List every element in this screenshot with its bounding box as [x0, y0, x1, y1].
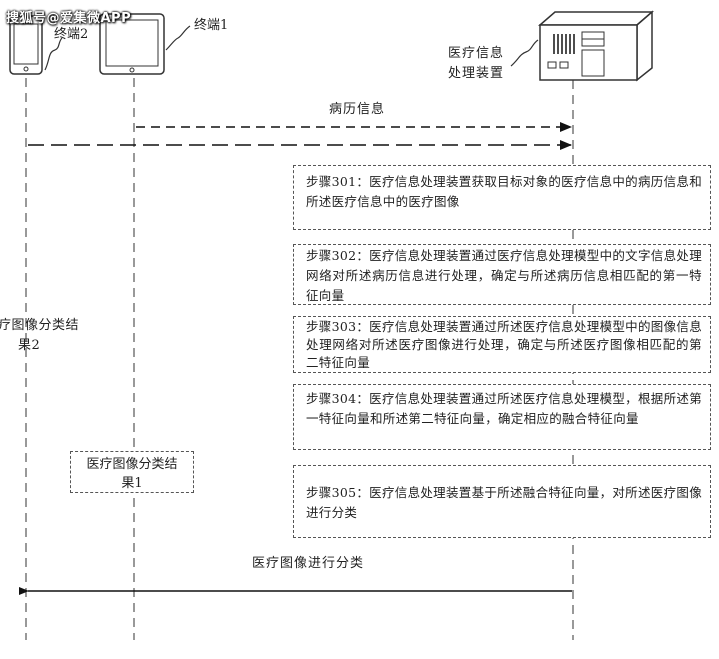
device-leader	[510, 39, 539, 67]
result2-line1: 疗图像分类结	[0, 318, 80, 333]
result2-text: 疗图像分类结 果2	[0, 316, 79, 356]
device-label-line2: 处理装置	[447, 66, 504, 81]
server-icon	[537, 10, 655, 82]
device-label-line1: 医疗信息	[447, 46, 504, 61]
result2-line2: 果2	[18, 338, 41, 353]
classify-image-label: 医疗图像进行分类	[252, 556, 365, 571]
step-305: 步骤305：医疗信息处理装置基于所述融合特征向量，对所述医疗图像进行分类	[293, 465, 711, 538]
result1-line1: 医疗图像分类结	[86, 457, 178, 472]
step-302: 步骤302：医疗信息处理装置通过医疗信息处理模型中的文字信息处理网络对所述病历信…	[293, 244, 711, 305]
terminal2-label: 终端2	[54, 27, 89, 42]
terminal1-label: 终端1	[194, 18, 229, 33]
device-label: 医疗信息 处理装置	[436, 44, 504, 84]
step-303: 步骤303：医疗信息处理装置通过所述医疗信息处理模型中的图像信息处理网络对所述医…	[293, 316, 711, 373]
watermark: 搜狐号@爱集微APP	[6, 11, 132, 26]
step-304: 步骤304：医疗信息处理装置通过所述医疗信息处理模型，根据所述第一特征向量和所述…	[293, 384, 711, 450]
terminal1-leader	[165, 25, 191, 51]
terminal2-leader	[44, 37, 63, 71]
phone-icon	[9, 15, 43, 75]
result1-line2: 果1	[121, 476, 143, 491]
result1-box: 医疗图像分类结 果1	[70, 451, 194, 493]
medical-history-label: 病历信息	[329, 102, 386, 117]
step-301: 步骤301：医疗信息处理装置获取目标对象的医疗信息中的病历信息和所述医疗信息中的…	[293, 165, 711, 230]
tablet-icon	[99, 13, 165, 75]
